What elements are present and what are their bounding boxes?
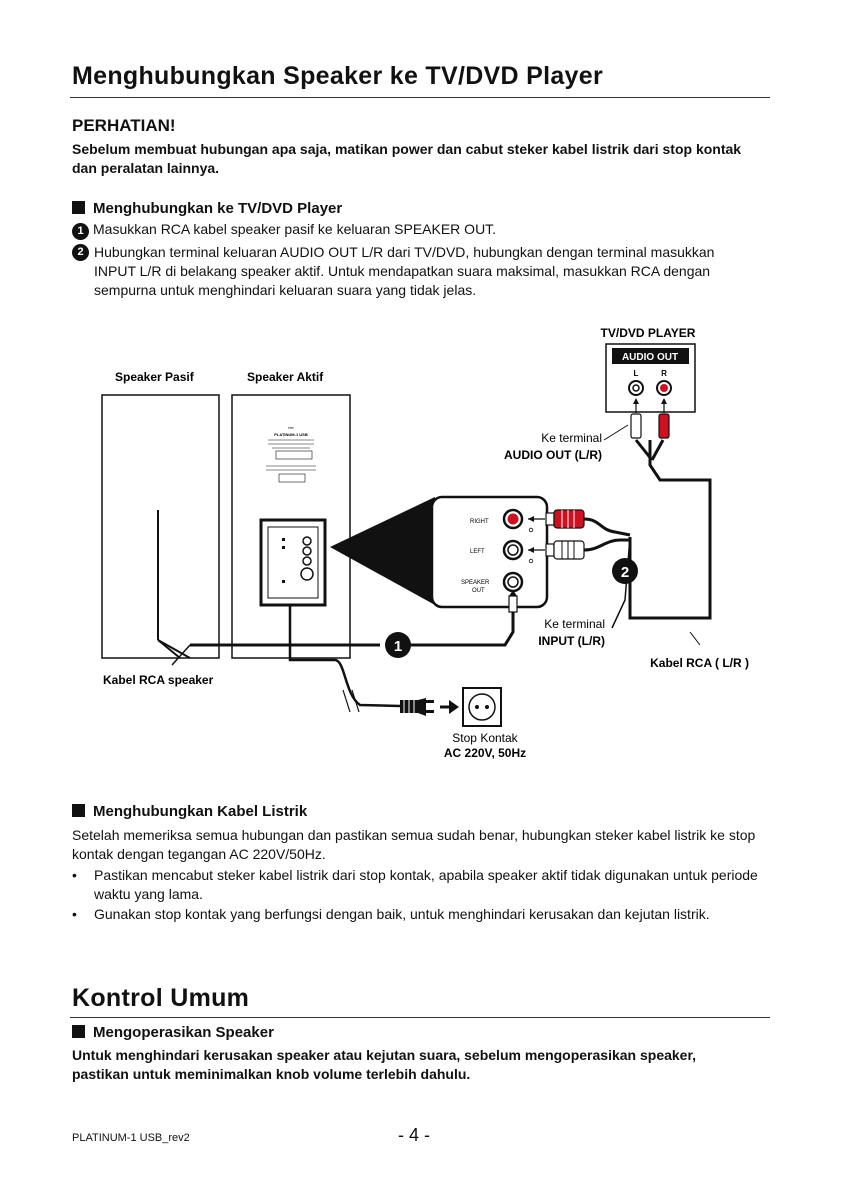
- kabel-rca-label: Kabel RCA ( L/R ): [650, 656, 749, 670]
- tv-player-label: TV/DVD PLAYER: [601, 326, 696, 340]
- step-number-2: 2: [72, 244, 89, 261]
- square-bullet-icon: [72, 1025, 85, 1038]
- warning-text: Sebelum membuat hubungan apa saja, matik…: [72, 141, 742, 176]
- step-badge-1: [385, 632, 411, 658]
- zoomed-panel: [430, 495, 549, 609]
- control-text: Untuk menghindari kerusakan speaker atau…: [72, 1047, 697, 1082]
- ke-terminal-1: Ke terminal: [541, 431, 602, 445]
- ac-label: AC 220V, 50Hz: [444, 746, 526, 760]
- bullet-dot: •: [72, 867, 77, 883]
- connection-diagram: Speaker Pasif Speaker Aktif ▪▪▪▪ PLATINU…: [101, 326, 749, 760]
- section-power-heading-text: Menghubungkan Kabel Listrik: [93, 803, 308, 820]
- l-label: L: [634, 369, 639, 378]
- control-title: Kontrol Umum: [72, 984, 250, 1012]
- speaker-pasif-label: Speaker Pasif: [115, 370, 195, 384]
- svg-text:▪▪▪▪: ▪▪▪▪: [288, 425, 294, 430]
- footer-page: - 4 -: [398, 1125, 431, 1145]
- rear-label-plate: ▪▪▪▪ PLATINUM-1 USB: [266, 425, 316, 483]
- footer-model: PLATINUM-1 USB_rev2: [72, 1132, 190, 1144]
- power-bullet-2-text: Gunakan stop kontak yang berfungsi denga…: [94, 906, 710, 922]
- socket-icon: [462, 687, 502, 727]
- step-number-1: 1: [72, 223, 89, 240]
- warning-title: PERHATIAN!: [72, 116, 176, 135]
- r-label: R: [661, 369, 667, 378]
- input-lr-label: INPUT (L/R): [538, 634, 605, 648]
- right-label: RIGHT: [470, 519, 489, 525]
- step-badge-2: [612, 558, 638, 584]
- svg-text:PLATINUM-1 USB: PLATINUM-1 USB: [274, 432, 308, 437]
- step-badge-1-text: 1: [394, 638, 402, 655]
- speaker-label: SPEAKER: [461, 580, 490, 586]
- power-intro: Setelah memeriksa semua hubungan dan pas…: [72, 827, 756, 862]
- section-power-heading: Menghubungkan Kabel Listrik: [72, 803, 307, 820]
- control-heading: Mengoperasikan Speaker: [72, 1024, 274, 1041]
- title-rule: [70, 97, 770, 98]
- bullet-dot: •: [72, 906, 77, 922]
- audio-out-lr-label: AUDIO OUT (L/R): [504, 448, 602, 462]
- rca-plug-red: [545, 509, 585, 529]
- step-badge-2-text: 2: [621, 564, 629, 581]
- power-bullet-1-text: Pastikan mencabut steker kabel listrik d…: [94, 867, 758, 902]
- left-label: LEFT: [470, 549, 485, 555]
- passive-speaker: [101, 394, 220, 659]
- stop-kontak-label: Stop Kontak: [452, 731, 518, 745]
- control-rule: [70, 1017, 770, 1018]
- ke-terminal-2: Ke terminal: [544, 617, 605, 631]
- power-plug: [400, 698, 434, 716]
- out-label: OUT: [472, 588, 485, 594]
- square-bullet-icon: [72, 804, 85, 817]
- rca-plug-white: [545, 540, 585, 560]
- speaker-aktif-label: Speaker Aktif: [247, 370, 324, 384]
- control-heading-text: Mengoperasikan Speaker: [93, 1024, 274, 1041]
- power-bullet-1: • Pastikan mencabut steker kabel listrik…: [72, 866, 762, 906]
- audio-out-label: AUDIO OUT: [622, 352, 678, 363]
- kabel-rca-speaker-label: Kabel RCA speaker: [103, 673, 214, 687]
- power-bullet-2: • Gunakan stop kontak yang berfungsi den…: [72, 905, 762, 945]
- square-bullet-icon: [72, 201, 85, 214]
- step-2: 2 Hubungkan terminal keluaran AUDIO OUT …: [72, 243, 742, 300]
- section-tv-heading: Menghubungkan ke TV/DVD Player: [72, 200, 342, 217]
- step-1-text: Masukkan RCA kabel speaker pasif ke kelu…: [93, 221, 497, 237]
- page-title: Menghubungkan Speaker ke TV/DVD Player: [72, 62, 603, 90]
- step-2-text: Hubungkan terminal keluaran AUDIO OUT L/…: [94, 244, 715, 298]
- section-tv-heading-text: Menghubungkan ke TV/DVD Player: [93, 200, 343, 217]
